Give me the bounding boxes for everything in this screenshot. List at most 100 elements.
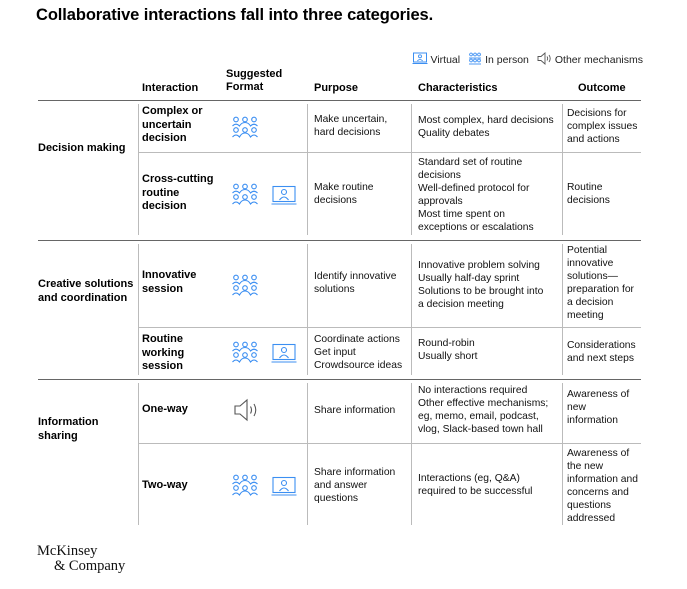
characteristics-line: Interactions (eg, Q&A): [418, 473, 520, 484]
characteristics-line: Most time spent on: [418, 209, 505, 220]
outcome-cell: Decisions for complex issues and actions: [567, 107, 643, 146]
purpose-line: Get input: [314, 347, 356, 358]
characteristics-cell: Round-robin Usually short: [418, 337, 563, 363]
column-divider: [562, 244, 563, 375]
characteristics-cell: Innovative problem solving Usually half-…: [418, 259, 563, 311]
interaction-line: decision: [142, 132, 187, 144]
outcome-line: the new: [567, 461, 604, 472]
row-divider: [138, 327, 641, 328]
purpose-line: Make uncertain,: [314, 114, 388, 125]
in-person-icon: [468, 52, 485, 68]
legend-in-person: In person: [468, 52, 529, 68]
outcome-line: meeting: [567, 310, 604, 321]
purpose-cell: Make uncertain, hard decisions: [314, 113, 409, 139]
header-characteristics: Characteristics: [418, 82, 498, 94]
characteristics-line: exceptions or escalations: [418, 222, 534, 233]
legend-other: Other mechanisms: [537, 52, 643, 68]
in-person-icon: [231, 341, 259, 370]
purpose-cell: Make routine decisions: [314, 181, 409, 207]
interaction-line: decision: [142, 200, 187, 212]
interaction-line: session: [142, 360, 183, 372]
interaction-innovative-session: Innovative session: [142, 269, 196, 296]
header-interaction: Interaction: [142, 82, 199, 94]
characteristics-cell: Standard set of routine decisions Well-d…: [418, 156, 563, 234]
characteristics-line: eg, memo, email, podcast,: [418, 411, 539, 422]
other-mechanisms-icon: [537, 52, 555, 68]
outcome-line: and actions: [567, 134, 620, 145]
column-divider: [411, 244, 412, 375]
purpose-cell: Identify innovative solutions: [314, 270, 409, 296]
header-format-line2: Format: [226, 81, 264, 93]
interaction-complex-decision: Complex or uncertain decision: [142, 105, 203, 146]
outcome-cell: Considerations and next steps: [567, 339, 643, 365]
outcome-line: concerns and: [567, 487, 629, 498]
purpose-cell: Share information and answer questions: [314, 466, 409, 505]
column-divider: [307, 244, 308, 375]
legend-other-label: Other mechanisms: [554, 54, 643, 66]
column-divider: [138, 383, 139, 525]
characteristics-cell: Most complex, hard decisions Quality deb…: [418, 114, 563, 140]
column-divider: [411, 104, 412, 235]
interaction-one-way: One-way: [142, 403, 188, 415]
purpose-cell: Coordinate actions Get input Crowdsource…: [314, 333, 409, 372]
category-rule: [38, 379, 641, 380]
purpose-cell: Share information: [314, 405, 396, 416]
mckinsey-logo: McKinsey & Company: [37, 544, 125, 574]
category-creative-solutions: Creative solutions and coordination: [38, 278, 133, 305]
legend-virtual-label: Virtual: [430, 54, 461, 66]
column-divider: [411, 383, 412, 525]
purpose-line: Identify innovative: [314, 271, 397, 282]
purpose-line: Make routine: [314, 182, 374, 193]
characteristics-line: approvals: [418, 196, 463, 207]
outcome-line: Decisions for: [567, 108, 627, 119]
interaction-line: Innovative: [142, 269, 197, 281]
outcome-line: complex issues: [567, 121, 638, 132]
interaction-line: routine: [142, 186, 180, 199]
header-rule: [38, 100, 641, 101]
in-person-icon: [231, 274, 259, 303]
characteristics-line: Quality debates: [418, 128, 490, 139]
outcome-line: information and: [567, 474, 638, 485]
characteristics-line: Most complex, hard decisions: [418, 115, 554, 126]
other-mechanisms-icon: [233, 398, 261, 427]
purpose-line: Coordinate actions: [314, 334, 400, 345]
category-line: and coordination: [38, 291, 128, 304]
interaction-routine-working-session: Routine working session: [142, 333, 184, 374]
virtual-icon: [412, 52, 431, 68]
category-line: Information: [38, 416, 99, 428]
outcome-line: and next steps: [567, 353, 634, 364]
logo-line: & Company: [54, 558, 126, 574]
outcome-line: Awareness of: [567, 389, 630, 400]
interaction-line: working: [142, 346, 185, 359]
characteristics-line: Usually short: [418, 351, 478, 362]
outcome-line: addressed: [567, 513, 616, 524]
virtual-icon: [271, 343, 297, 369]
virtual-icon: [271, 185, 297, 211]
header-outcome: Outcome: [578, 82, 626, 94]
characteristics-cell: Interactions (eg, Q&A) required to be su…: [418, 472, 563, 498]
page-title: Collaborative interactions fall into thr…: [36, 6, 434, 24]
outcome-line: decisions: [567, 195, 610, 206]
characteristics-line: Round-robin: [418, 338, 475, 349]
outcome-cell: Routine decisions: [567, 181, 643, 207]
interaction-line: Routine: [142, 333, 183, 345]
outcome-line: Potential: [567, 245, 608, 256]
row-divider: [138, 152, 641, 153]
characteristics-line: Usually half-day sprint: [418, 273, 520, 284]
header-format-line1: Suggested: [226, 68, 283, 80]
outcome-line: information: [567, 415, 618, 426]
header-purpose: Purpose: [314, 82, 359, 94]
purpose-line: Share information: [314, 467, 396, 478]
in-person-icon: [231, 116, 259, 145]
characteristics-line: Solutions to be brought into: [418, 286, 544, 297]
logo-line: McKinsey: [37, 543, 98, 559]
characteristics-line: required to be successful: [418, 486, 533, 497]
interaction-line: uncertain: [142, 118, 192, 131]
outcome-cell: Awareness of the new information and con…: [567, 447, 643, 525]
purpose-line: and answer: [314, 480, 368, 491]
outcome-line: preparation for: [567, 284, 634, 295]
interaction-line: Cross-cutting: [142, 173, 214, 185]
legend-virtual: Virtual: [412, 52, 461, 68]
characteristics-line: Other effective mechanisms;: [418, 398, 549, 409]
interaction-line: Complex or: [142, 105, 203, 117]
